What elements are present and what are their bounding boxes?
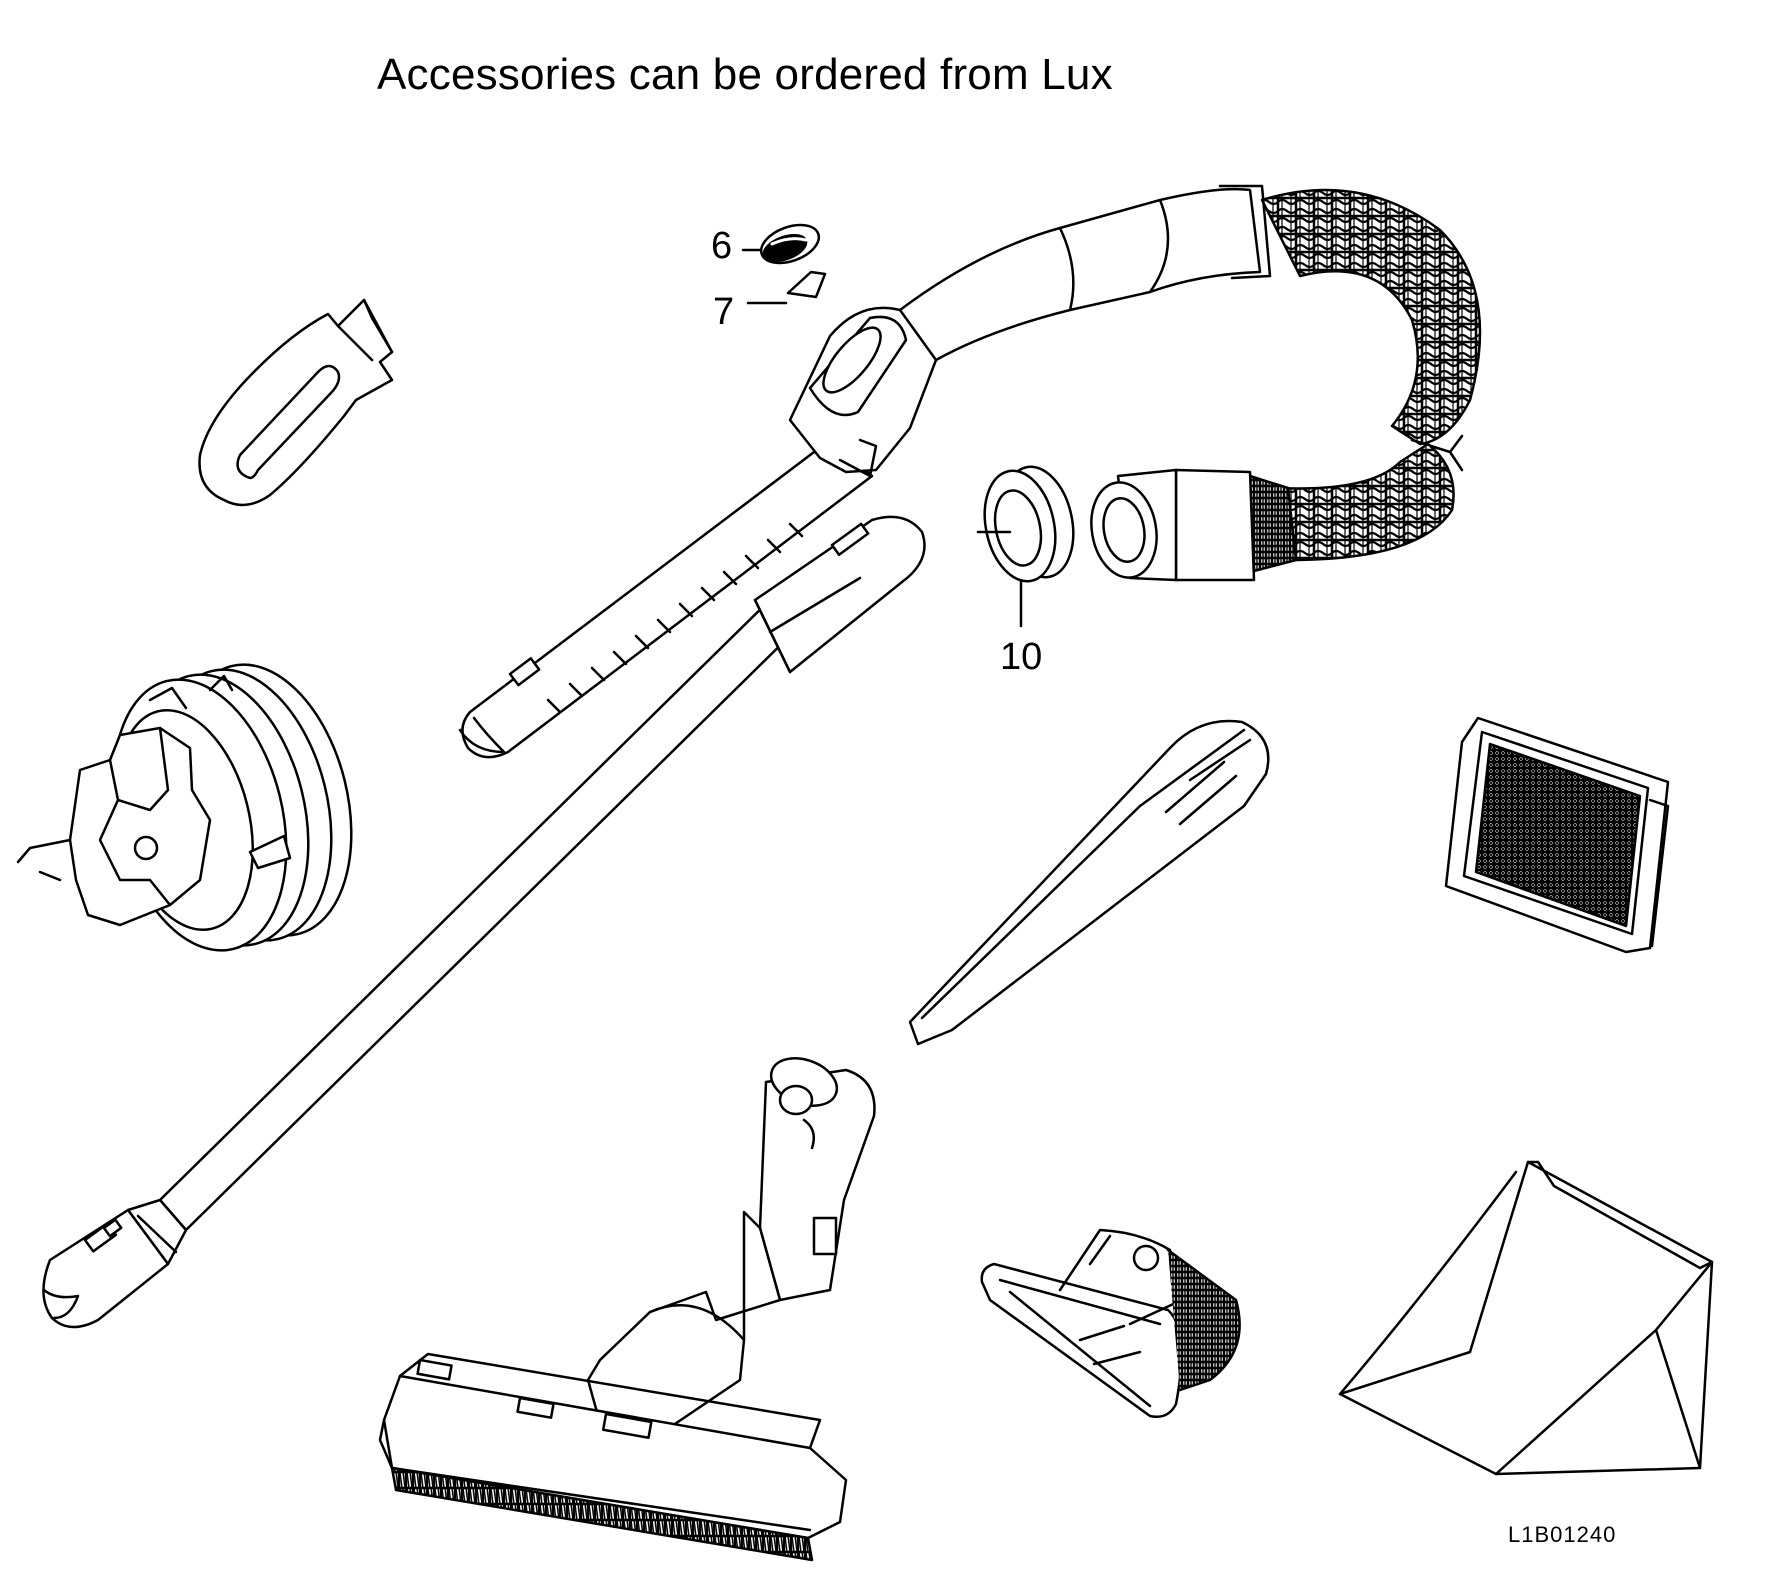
diagram-title: Accessories can be ordered from Lux — [377, 50, 1113, 99]
crevice-nozzle — [910, 721, 1268, 1044]
part-6-button — [756, 218, 824, 270]
dust-bag — [1340, 1162, 1712, 1474]
part-10-swivel-ring — [975, 460, 1083, 588]
callout-7: 7 — [713, 291, 735, 333]
telescopic-wand — [43, 517, 924, 1327]
callout-6: 6 — [711, 225, 733, 267]
hepa-filter — [1446, 718, 1668, 952]
motor-assembly — [18, 646, 378, 968]
document-id: L1B01240 — [1508, 1522, 1617, 1547]
upholstery-nozzle — [982, 1230, 1240, 1417]
bag-holder-part — [200, 300, 393, 505]
hose-connector — [1084, 470, 1296, 583]
part-7-plate — [788, 272, 825, 297]
floor-nozzle — [380, 1050, 874, 1560]
hose-braided — [1262, 190, 1480, 560]
callout-10: 10 — [1000, 636, 1043, 678]
hose-handle-pipe — [460, 186, 1270, 757]
